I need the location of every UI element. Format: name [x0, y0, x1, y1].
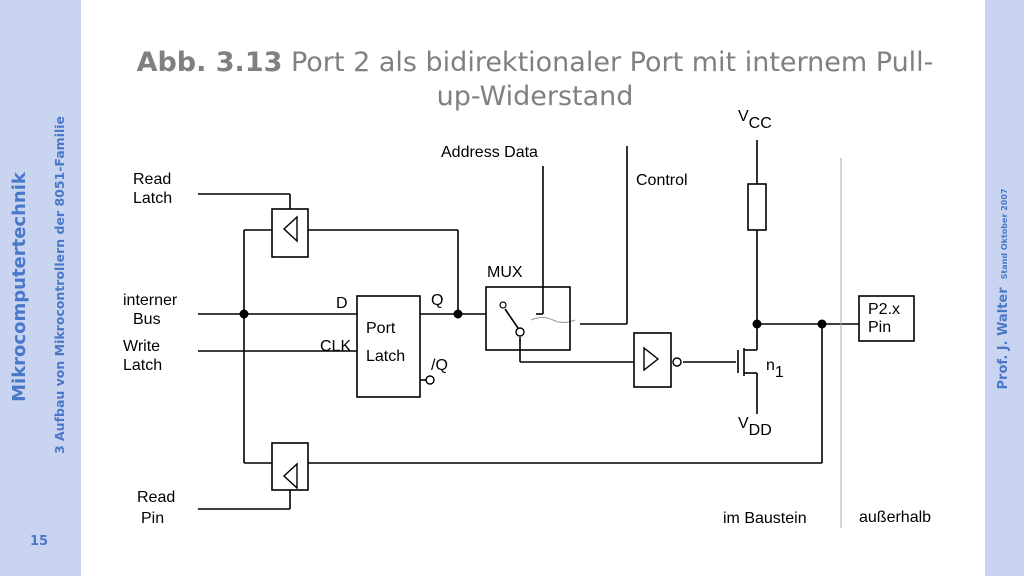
- slide-title: Abb. 3.13 Port 2 als bidirektionaler Por…: [120, 46, 950, 114]
- write-latch-label-1: Write: [123, 338, 160, 355]
- figure-caption: Port 2 als bidirektionaler Port mit inte…: [282, 47, 934, 112]
- bus-node: [239, 309, 249, 319]
- latch-q-label: Q: [431, 292, 443, 309]
- read-pin-label-1: Read: [137, 489, 175, 506]
- port-latch-label-1: Port: [366, 320, 396, 337]
- page-number: 15: [30, 534, 49, 549]
- interner-bus-label-2: Bus: [133, 311, 161, 328]
- vcc-label: VCC: [738, 108, 772, 132]
- ausserhalb-label: außerhalb: [859, 509, 931, 526]
- wires: [198, 140, 859, 510]
- right-sidebar: [985, 0, 1024, 576]
- vdd-label: VDD: [738, 415, 772, 439]
- read-latch-label-1: Read: [133, 171, 171, 188]
- address-data-label: Address Data: [441, 144, 538, 161]
- latch-clk-label: CLK: [320, 338, 351, 355]
- pin-box-label-2: Pin: [868, 319, 891, 336]
- driver-bubble: [672, 357, 682, 367]
- driver-buffer: [633, 332, 672, 388]
- control-label: Control: [636, 172, 688, 189]
- driver-buffer-triangle: [643, 346, 660, 372]
- mux-contact-high: [499, 301, 507, 309]
- im-baustein-label: im Baustein: [723, 510, 807, 527]
- qn-bubble: [425, 375, 435, 385]
- read-latch-buffer-triangle: [282, 215, 298, 243]
- figure-number: Abb. 3.13: [136, 47, 283, 78]
- port-latch-label-2: Latch: [366, 348, 405, 365]
- pin-box-label-1: P2.x: [868, 301, 900, 318]
- read-latch-label-2: Latch: [133, 190, 172, 207]
- latch-qn-label: /Q: [431, 357, 448, 374]
- transistor-label: n1: [766, 357, 784, 381]
- mux-wiggle: [530, 317, 576, 323]
- output-node: [752, 319, 762, 329]
- port-latch-box: [356, 295, 421, 398]
- pin-node: [817, 319, 827, 329]
- mux-label: MUX: [487, 264, 523, 281]
- mux-box: [485, 286, 571, 351]
- left-sidebar: [0, 0, 81, 576]
- interner-bus-label-1: interner: [123, 292, 178, 309]
- mux-contact-low: [515, 327, 525, 337]
- read-pin-buffer: [271, 442, 309, 491]
- q-node: [453, 309, 463, 319]
- write-latch-label-2: Latch: [123, 357, 162, 374]
- read-pin-buffer-triangle: [282, 462, 298, 490]
- read-pin-label-2: Pin: [141, 510, 164, 527]
- latch-d-label: D: [336, 295, 348, 312]
- pullup-resistor: [747, 183, 767, 231]
- pin-box: [858, 295, 915, 342]
